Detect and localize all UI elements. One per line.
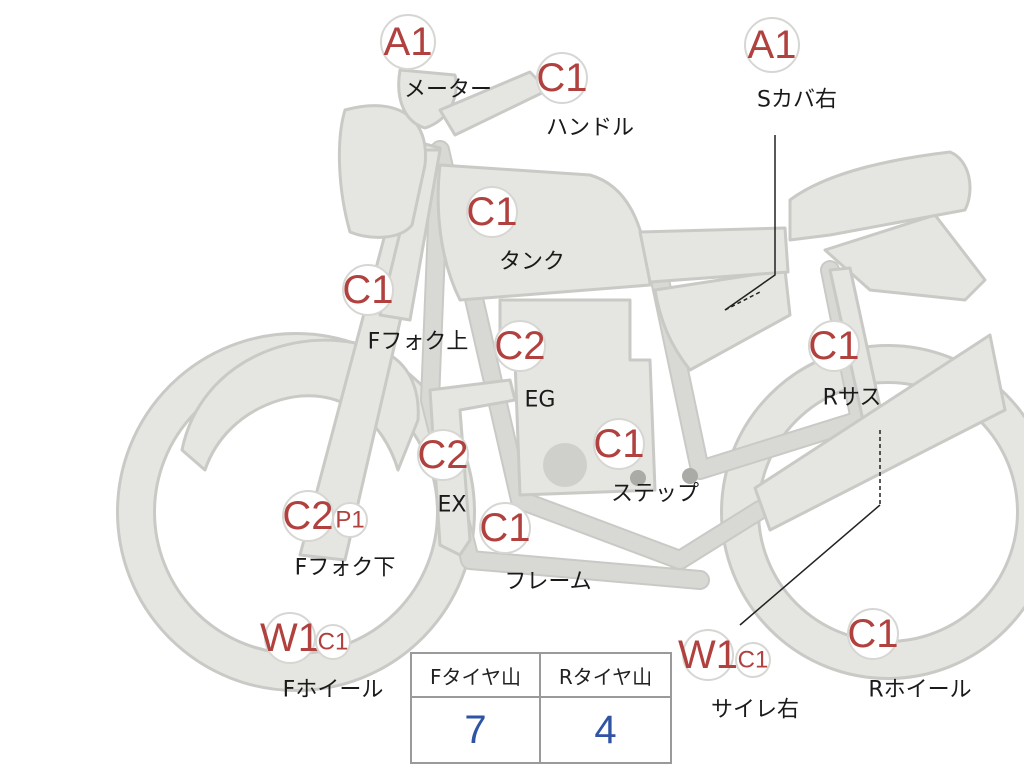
part-label-fwheel: Fホイール: [283, 678, 384, 703]
part-label-silencer: サイレ右: [711, 698, 799, 723]
grade-badge: W1: [260, 616, 320, 660]
grade-badge: C2: [417, 433, 468, 477]
grade-badge: C1: [593, 422, 644, 466]
grade-badge-circle: [466, 186, 518, 238]
side-cover-shape: [653, 268, 792, 372]
grade-badge: C1: [479, 506, 530, 550]
grade-badge-circle: [332, 502, 368, 538]
grade-badge-circle: [417, 429, 469, 481]
part-label-step: ステップ: [611, 482, 699, 507]
grade-badge: C1: [466, 190, 517, 234]
grade-badge: C2: [494, 324, 545, 368]
headlight: [337, 104, 428, 239]
part-label-rwheel: Rホイール: [868, 678, 971, 703]
front-tread-header: Fタイヤ山: [412, 654, 541, 698]
grade-badge-circle: [735, 642, 771, 678]
grade-badge: C1: [847, 612, 898, 656]
rear-tread-header: Rタイヤ山: [541, 654, 670, 698]
exhaust-shape: [428, 378, 517, 557]
grade-badge: C1: [738, 647, 769, 674]
grade-badge-circle: [315, 624, 351, 660]
grade-badge-circle: [342, 264, 394, 316]
part-label-ffork-up: Fフォク上: [368, 330, 469, 355]
rear-fender: [823, 213, 987, 302]
grade-badge: A1: [748, 23, 797, 67]
part-label-handle: ハンドル: [546, 116, 634, 141]
part-label-frame: フレーム: [504, 570, 591, 595]
callout-frame: C1 フレーム: [479, 502, 592, 595]
part-label-tank: タンク: [499, 250, 565, 275]
grade-badge-circle: [264, 612, 316, 664]
grade-badge-circle: [808, 320, 860, 372]
grade-badge-circle: [536, 52, 588, 104]
part-label-eg: EG: [525, 388, 556, 413]
part-label-ffork-low: Fフォク下: [295, 556, 396, 581]
front-tread-value: 7: [412, 698, 541, 762]
grade-badge: C1: [318, 629, 349, 656]
grade-badge-circle: [593, 418, 645, 470]
grade-badge: W1: [678, 633, 738, 677]
callout-step: C1 ステップ: [593, 418, 699, 507]
callout-handle: C1 ハンドル: [536, 52, 634, 141]
callout-tank: C1 タンク: [466, 186, 565, 275]
grade-badge-circle: [682, 629, 734, 681]
grade-badge: C1: [808, 324, 859, 368]
tire-tread-table: Fタイヤ山 Rタイヤ山 7 4: [410, 652, 672, 764]
grade-badge: A1: [384, 20, 433, 64]
rear-tread-value: 4: [594, 707, 617, 752]
part-label-meter: メーター: [404, 78, 492, 103]
leader-lines: [724, 135, 881, 626]
grade-badge: C1: [536, 56, 587, 100]
part-label-rsus: Rサス: [823, 386, 882, 411]
grade-badge: P1: [335, 507, 364, 534]
grade-badge-circle: [380, 14, 436, 70]
grade-badge-circle: [847, 608, 899, 660]
part-label-ex: EX: [438, 493, 467, 518]
grade-badge: C1: [342, 268, 393, 312]
seat-shape: [638, 226, 790, 284]
grade-badge-circle: [744, 17, 800, 73]
grade-badge-circle: [494, 320, 546, 372]
callout-meter: A1 メーター: [380, 14, 492, 103]
grade-badge-circle: [479, 502, 531, 554]
grade-badge: C2: [282, 494, 333, 538]
part-label-scover: Sカバ右: [757, 88, 837, 113]
